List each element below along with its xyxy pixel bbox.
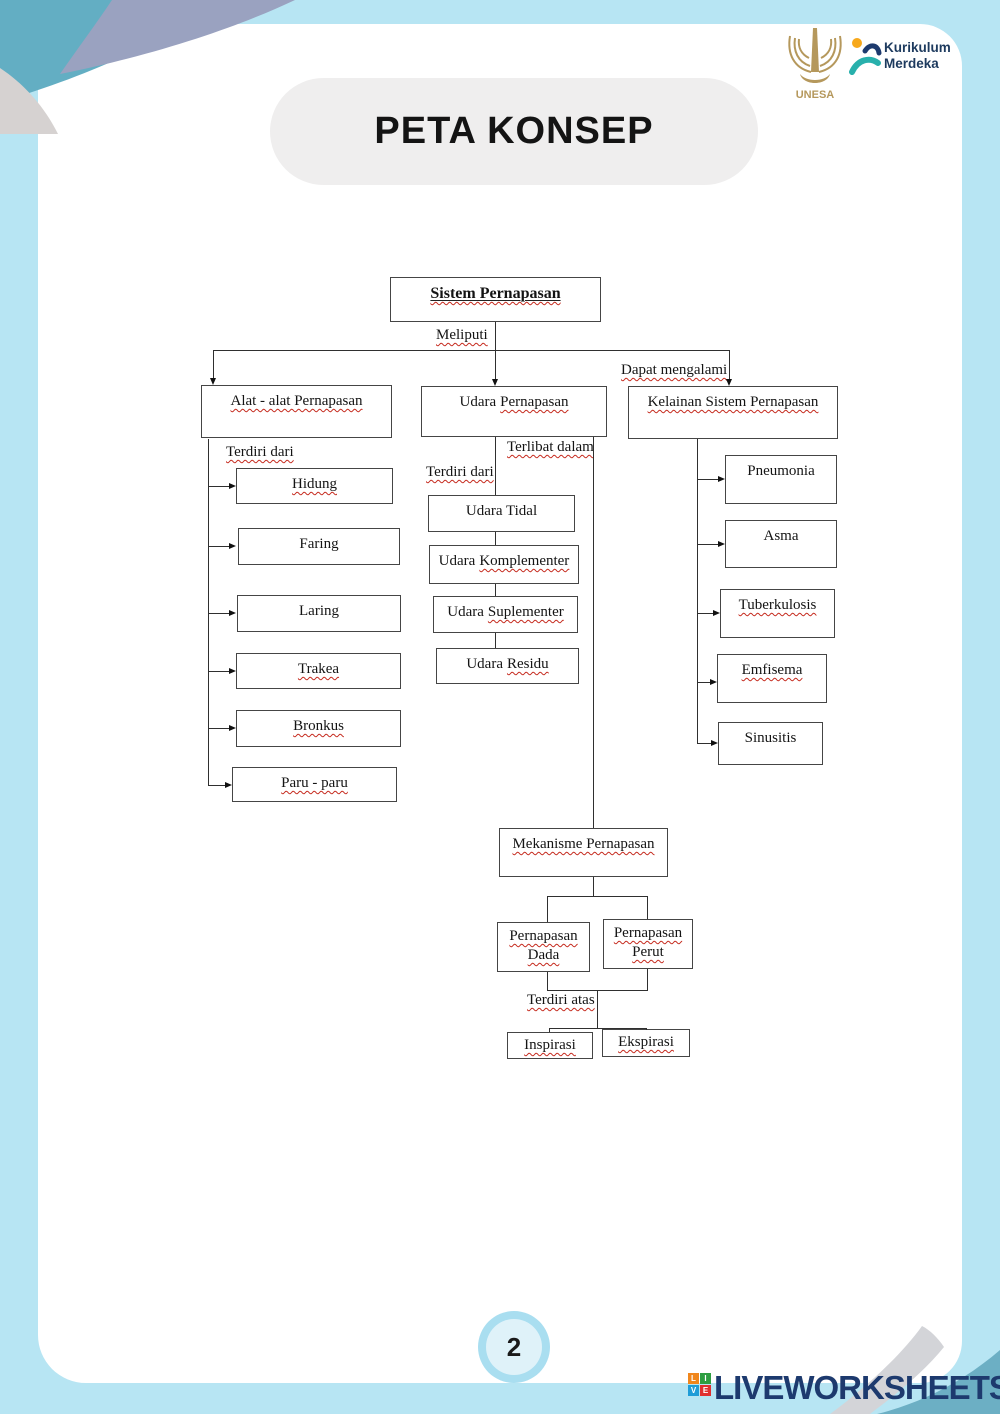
logo-letter-v: V [688,1385,699,1396]
node-paru-paru: Paru - paru [232,767,397,802]
node-kelainan-sistem-pernapasan: Kelainan Sistem Pernapasan [628,386,838,439]
arrowhead-right [229,482,236,489]
arrowhead-right [711,739,718,746]
arrowhead-right [225,781,232,788]
node-sistem-pernapasan-label: Sistem Pernapasan [430,285,561,302]
connector-line [213,350,730,351]
connector-line [213,350,214,378]
connector-line [549,1028,550,1032]
connector-line [208,546,229,547]
node-faring: Faring [238,528,400,565]
edge-label-terdiri-dari-alat: Terdiri dari [226,444,294,460]
connector-line [549,1028,647,1029]
page-title: PETA KONSEP [374,110,654,152]
arrowhead-down [209,378,216,385]
arrowhead-right [713,609,720,616]
edge-label-terdiri-atas: Terdiri atas [527,992,595,1008]
connector-line [597,990,598,1028]
unesa-wordmark: UNESA [796,89,835,101]
arrowhead-right [710,678,717,685]
arrowhead-right [229,667,236,674]
edge-label-terdiri-dari-udara: Terdiri dari [426,464,494,480]
edge-label-dapat-mengalami: Dapat mengalami [621,362,728,378]
edge-label-meliputi: Meliputi [436,327,488,343]
connector-line [647,896,648,919]
page-number: 2 [486,1319,542,1375]
arrowhead-right [229,542,236,549]
connector-line [208,613,229,614]
node-pneumonia: Pneumonia [725,455,837,504]
node-ekspirasi: Ekspirasi [602,1029,690,1057]
connector-line [729,350,730,379]
kurikulum-line: Kurikulum [884,40,951,55]
arrowhead-right [229,724,236,731]
connector-line [547,896,548,922]
connector-line [593,437,594,828]
unesa-logo: UNESA [788,28,842,101]
connector-line [208,785,225,786]
node-pernapasan-perut: Pernapasan Perut [603,919,693,969]
connector-line [697,479,718,480]
connector-line [495,532,496,545]
node-inspirasi: Inspirasi [507,1032,593,1059]
logo-letter-i: I [700,1373,711,1384]
connector-line [547,896,648,897]
arrowhead-down [491,379,498,386]
title-pill: PETA KONSEP [270,78,758,185]
connector-line [697,613,713,614]
kurikulum-merdeka-wordmark: Kurikulum Merdeka [884,40,951,71]
node-laring: Laring [237,595,401,632]
arrowhead-down [725,379,732,386]
logo-letter-l: L [688,1373,699,1384]
node-hidung: Hidung [236,468,393,504]
connector-line [547,972,548,990]
edge-label-terlibat-dalam: Terlibat dalam [507,439,594,455]
connector-line [697,743,711,744]
kurikulum-merdeka-icon [849,38,882,75]
connector-line [593,877,594,896]
connector-line [208,728,229,729]
unesa-spire [811,28,819,72]
connector-line [495,584,496,596]
node-tuberkulosis: Tuberkulosis [720,589,835,638]
orange-dot [852,38,862,48]
arrowhead-right [718,540,725,547]
connector-line [697,682,710,683]
connector-line [697,544,718,545]
node-sinusitis: Sinusitis [718,722,823,765]
node-pernapasan-dada: Pernapasan Dada [497,922,590,972]
node-trakea: Trakea [236,653,401,689]
node-bronkus: Bronkus [236,710,401,747]
page-card [38,24,962,1383]
connector-line [647,969,648,990]
node-sistem-pernapasan: Sistem Pernapasan [390,277,601,322]
connector-line [495,633,496,648]
connector-line [208,439,209,786]
arrowhead-right [718,475,725,482]
logo-letter-e: E [700,1385,711,1396]
liveworksheets-wordmark: LIVEWORKSHEETS [714,1369,1000,1406]
node-udara-tidal: Udara Tidal [428,495,575,532]
liveworksheets-icon: L I V E [688,1373,711,1396]
page-number-badge: 2 [478,1311,550,1383]
connector-line [495,437,496,495]
merdeka-line: Merdeka [884,55,939,71]
node-asma: Asma [725,520,837,568]
connector-line [646,1028,647,1030]
node-emfisema: Emfisema [717,654,827,703]
connector-line [208,671,229,672]
node-mekanisme-pernapasan: Mekanisme Pernapasan [499,828,668,877]
connector-line [697,439,698,743]
connector-line [208,486,229,487]
node-alat-alat-pernapasan: Alat - alat Pernapasan [201,385,392,438]
arrowhead-right [229,609,236,616]
